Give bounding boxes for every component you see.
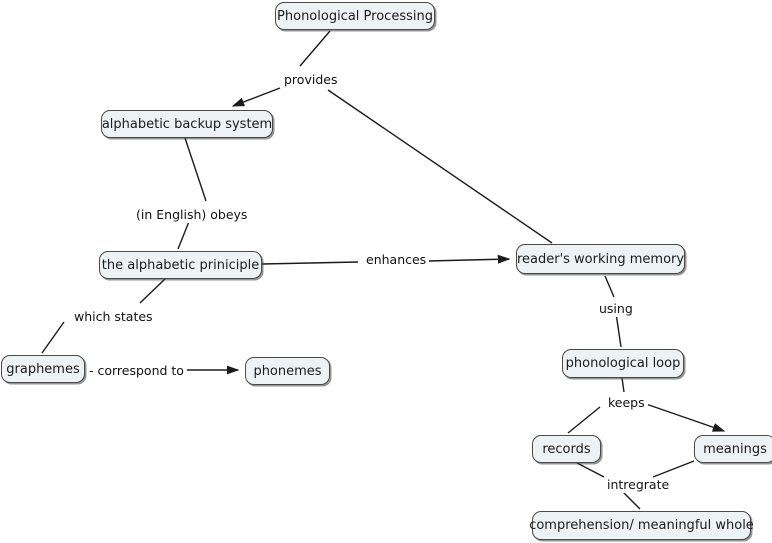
node-label: the alphabetic priniciple bbox=[101, 257, 260, 273]
node-graphemes[interactable]: graphemes bbox=[1, 355, 85, 383]
edge-loop-to-keeps bbox=[621, 377, 625, 393]
edge-label-provides: provides bbox=[281, 73, 341, 88]
node-comprehension-meaningful-whole[interactable]: comprehension/ meaningful whole bbox=[529, 511, 754, 540]
node-label: meanings bbox=[703, 441, 767, 457]
node-label: alphabetic backup system bbox=[101, 116, 273, 132]
node-label: phonological loop bbox=[565, 356, 681, 371]
node-label: records bbox=[542, 441, 591, 457]
node-label: reader's working memory bbox=[516, 251, 685, 267]
edge-label-using: using bbox=[596, 302, 636, 317]
edge-label-correspond-to: - correspond to bbox=[86, 364, 187, 379]
node-label: comprehension/ meaningful whole bbox=[529, 518, 754, 533]
node-the-alphabetic-priniciple[interactable]: the alphabetic priniciple bbox=[99, 251, 262, 279]
node-label: graphemes bbox=[6, 361, 80, 377]
node-phonological-processing[interactable]: Phonological Processing bbox=[275, 2, 435, 30]
edge-using-to-loop bbox=[615, 312, 622, 348]
edge-principle-to-whichstates bbox=[139, 278, 166, 304]
node-phonemes[interactable]: phonemes bbox=[245, 357, 330, 385]
edge-provides-arrow-backup bbox=[231, 87, 281, 107]
node-alphabetic-backup-system[interactable]: alphabetic backup system bbox=[101, 110, 273, 138]
edge-provides-to-backup bbox=[299, 30, 331, 67]
edge-whichstates-to-graphemes bbox=[41, 321, 65, 354]
node-phonological-loop[interactable]: phonological loop bbox=[562, 349, 684, 378]
edge-enhances-to-memory bbox=[427, 254, 511, 264]
edge-label-which-states: which states bbox=[71, 310, 156, 325]
node-label: phonemes bbox=[253, 363, 322, 379]
edge-provides-to-memory bbox=[327, 89, 553, 244]
edge-label-intregrate: intregrate bbox=[604, 478, 673, 493]
edge-memory-to-using bbox=[604, 275, 615, 298]
edge-keeps-to-records bbox=[567, 406, 601, 434]
edge-obeys-to-principle bbox=[177, 218, 191, 250]
node-label: Phonological Processing bbox=[277, 8, 433, 24]
node-readers-working-memory[interactable]: reader's working memory bbox=[516, 244, 685, 274]
node-meanings[interactable]: meanings bbox=[694, 435, 772, 463]
edge-principle-to-enhances bbox=[261, 261, 359, 265]
edge-intregrate-to-comprehension bbox=[620, 489, 641, 510]
edge-label-in-english-obeys: (in English) obeys bbox=[133, 208, 251, 223]
edge-records-to-intregrate bbox=[576, 462, 605, 478]
edge-keeps-to-meanings bbox=[645, 403, 726, 432]
edge-meanings-to-intregrate bbox=[652, 460, 695, 478]
edge-label-enhances: enhances bbox=[363, 253, 430, 268]
edge-backup-to-principle bbox=[184, 137, 207, 202]
node-records[interactable]: records bbox=[532, 435, 601, 463]
edge-label-keeps: keeps bbox=[605, 396, 648, 411]
